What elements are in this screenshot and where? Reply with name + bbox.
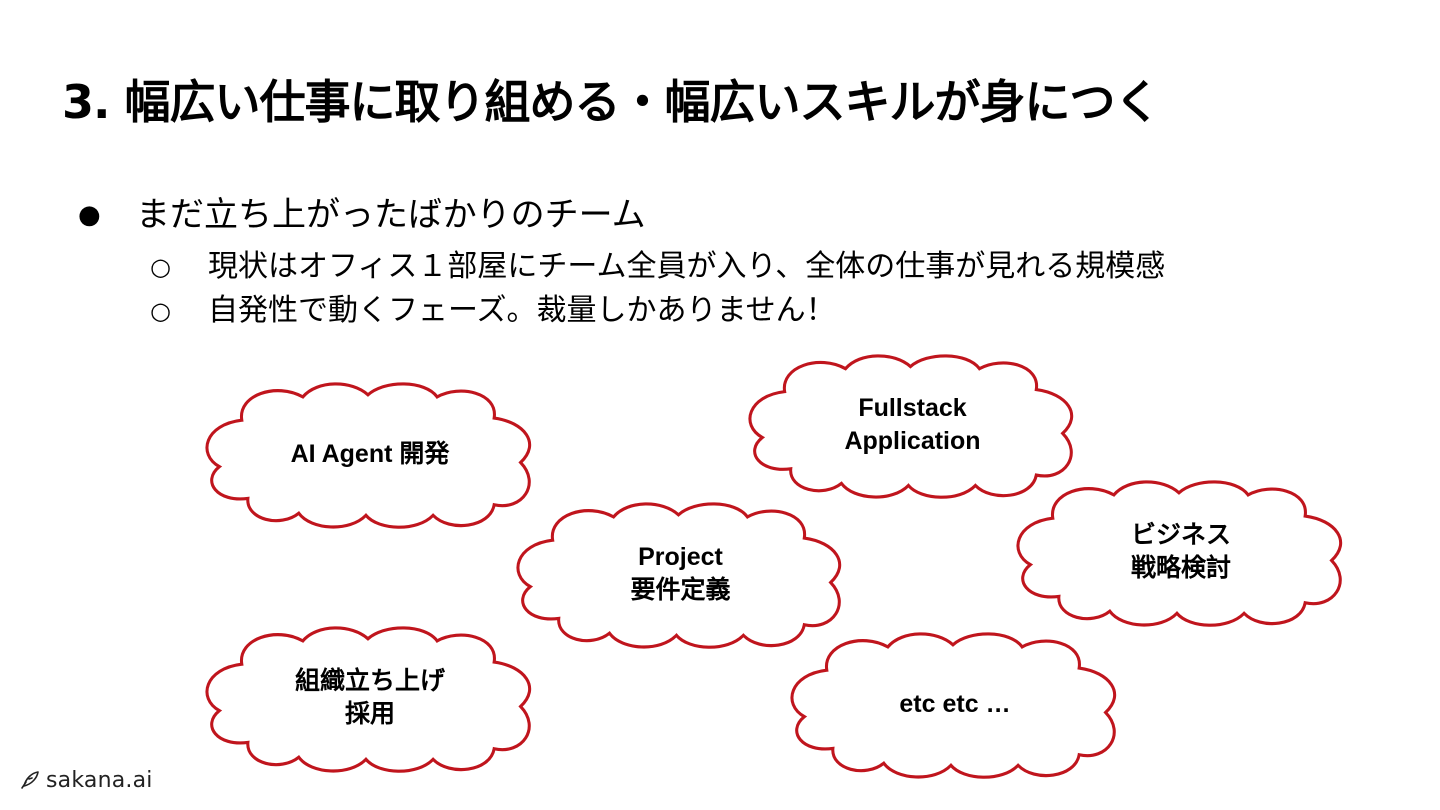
cloud-fullstack: Fullstack Application: [740, 352, 1085, 499]
cloud-shape-icon: [205, 626, 532, 773]
cloud-label: ビジネス 戦略検討: [1008, 478, 1354, 626]
cloud-label-line: 採用: [344, 700, 395, 728]
cloud-ai-agent: AI Agent 開発: [197, 380, 543, 529]
cloud-etc: etc etc …: [782, 630, 1128, 779]
cloud-label-line: AI Agent 開発: [290, 439, 450, 468]
sub-bullet-text: 現状はオフィス１部屋にチーム全員が入り、全体の仕事が見れる規模感: [208, 249, 1166, 284]
cloud-organization: 組織立ち上げ 採用: [197, 624, 543, 773]
bullet-text: まだ立ち上がったばかりのチーム: [136, 195, 646, 235]
cloud-shape-icon: [516, 502, 842, 649]
sub-bullet-text: 自発性で動くフェーズ。裁量しかありません！: [208, 293, 836, 328]
cloud-shape-icon: [205, 382, 532, 529]
cloud-label: etc etc …: [782, 630, 1128, 778]
cloud-label: 組織立ち上げ 採用: [197, 624, 543, 772]
cloud-label-line: Project: [638, 543, 723, 571]
cloud-label-line: 要件定義: [630, 576, 731, 604]
cloud-label-line: Application: [844, 427, 981, 455]
cloud-label-line: etc etc …: [899, 689, 1011, 718]
cloud-business: ビジネス 戦略検討: [1008, 478, 1354, 627]
cloud-shape-icon: [748, 354, 1074, 499]
sakana-logo: sakana.ai: [20, 764, 153, 796]
slide-title: 3. 幅広い仕事に取り組める・幅広いスキルが身につく: [62, 75, 1160, 129]
fish-icon: [20, 770, 40, 790]
cloud-label: Project 要件定義: [508, 500, 853, 648]
cloud-label-line: 組織立ち上げ: [294, 667, 445, 695]
sub-bullet-marker: ○: [150, 297, 171, 325]
cloud-label-line: 戦略検討: [1130, 554, 1231, 582]
cloud-label: Fullstack Application: [740, 352, 1085, 498]
cloud-label: AI Agent 開発: [197, 380, 543, 528]
cloud-shape-icon: [790, 632, 1117, 779]
cloud-shape-icon: [1016, 480, 1343, 627]
sub-bullet-marker: ○: [150, 253, 171, 281]
cloud-label-line: Fullstack: [858, 394, 967, 422]
cloud-label-line: ビジネス: [1130, 521, 1231, 549]
bullet-marker: ●: [78, 200, 101, 230]
cloud-project: Project 要件定義: [508, 500, 853, 649]
logo-text: sakana.ai: [46, 767, 153, 793]
